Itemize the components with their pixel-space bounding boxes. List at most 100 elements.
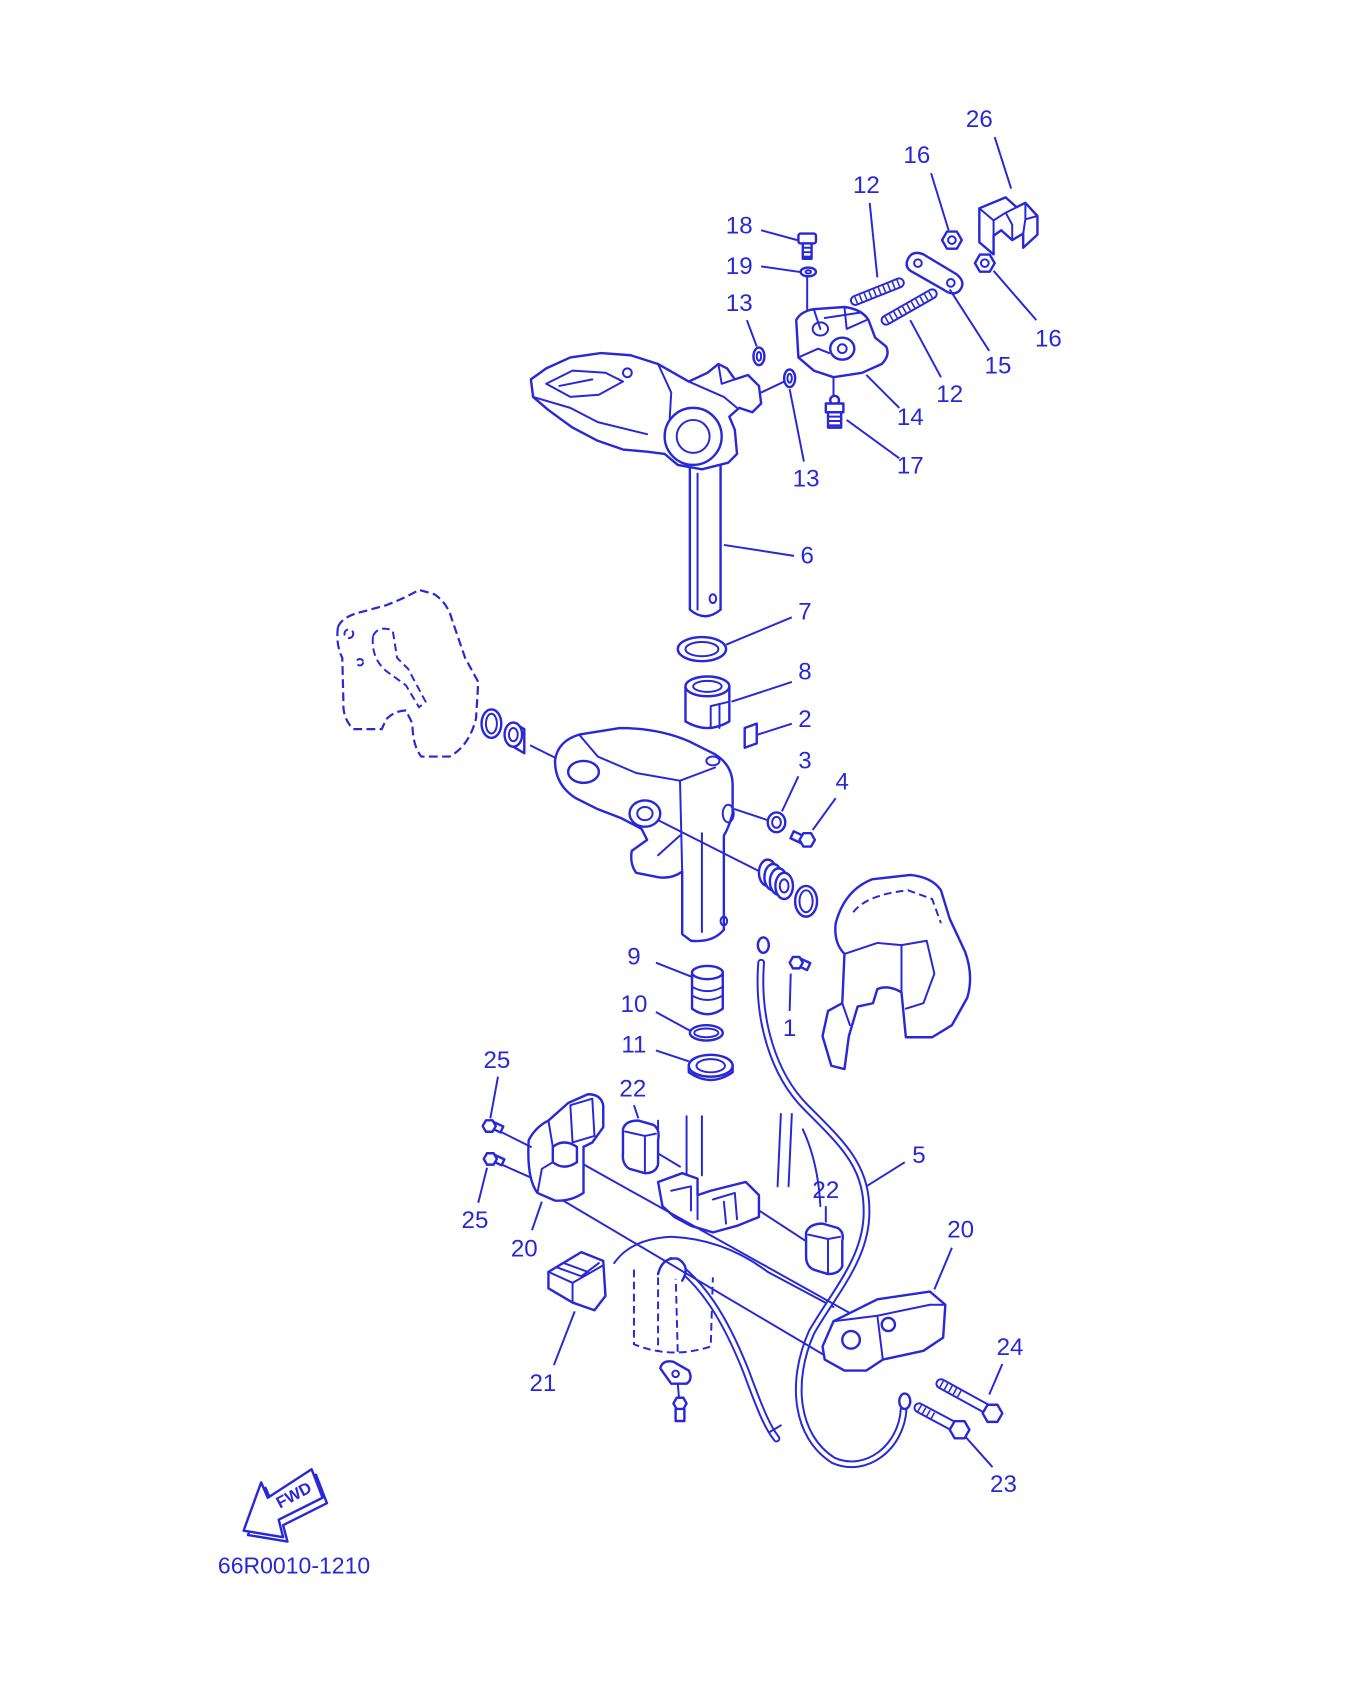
clamp-bracket-right bbox=[821, 873, 972, 1071]
guide-line-clip-screw bbox=[676, 1382, 680, 1398]
ground-lead-terminal-top bbox=[756, 936, 771, 955]
guide-line-washer-13 bbox=[760, 380, 786, 394]
guide-line-screw-upper bbox=[499, 1130, 532, 1148]
left-bushing-face bbox=[503, 721, 524, 748]
leader-15 bbox=[948, 288, 991, 352]
bracket-14-roller bbox=[829, 336, 856, 361]
seal-11-bore bbox=[695, 1058, 726, 1074]
stud-lower-thread bbox=[884, 290, 934, 324]
washer-13-upper-inner bbox=[755, 350, 763, 362]
nut-right-hex bbox=[973, 253, 996, 273]
cable-clip-body bbox=[659, 1360, 692, 1385]
steering-bracket bbox=[529, 351, 763, 471]
part-5-ground-lead bbox=[756, 936, 912, 1469]
washer-19-inner bbox=[804, 269, 813, 275]
part-24-bolt bbox=[935, 1378, 1004, 1424]
clamp-left-notch bbox=[371, 627, 427, 709]
nipple-hex bbox=[824, 402, 845, 414]
part-16-nut-upper bbox=[940, 230, 963, 250]
screw-lower-head bbox=[482, 1152, 499, 1166]
bracket-20-right-hole-1 bbox=[841, 1329, 862, 1350]
callout-3: 3 bbox=[798, 747, 811, 774]
leader-10 bbox=[655, 1011, 691, 1032]
washer-13-lower-inner bbox=[786, 372, 793, 384]
callout-25-lower: 25 bbox=[462, 1207, 489, 1234]
swivel-bracket-edges bbox=[578, 733, 717, 933]
clip-screw-shank bbox=[674, 1407, 686, 1423]
bolt-4-head bbox=[798, 831, 817, 848]
bushing-9-ridges bbox=[691, 985, 724, 1001]
mount-block-slots bbox=[670, 1185, 739, 1225]
bracket-20-right-edges bbox=[832, 1303, 947, 1361]
callout-23: 23 bbox=[990, 1471, 1017, 1498]
part-15-plate bbox=[905, 251, 964, 295]
steering-bracket-slot bbox=[545, 369, 624, 398]
nipple-thread-lines bbox=[827, 415, 843, 427]
block-22-right-outline bbox=[804, 1222, 845, 1276]
cable-marker bbox=[768, 1424, 782, 1433]
swivel-boss-bore bbox=[636, 805, 654, 822]
screw-upper-head bbox=[481, 1119, 498, 1133]
bolt-24-shank-fill bbox=[937, 1380, 989, 1412]
callout-24: 24 bbox=[997, 1334, 1024, 1361]
part-2-plate bbox=[743, 722, 758, 749]
bushing-9-body bbox=[690, 971, 724, 1016]
callout-1: 1 bbox=[783, 1015, 796, 1042]
forward-arrow-icon: FWD bbox=[242, 1468, 329, 1543]
part-1-bolt bbox=[788, 955, 812, 972]
tilt-shaft-line-right bbox=[657, 819, 764, 874]
leader-1 bbox=[788, 973, 792, 1011]
part-9-bushing bbox=[690, 964, 724, 1016]
grip-21-top-face bbox=[547, 1262, 605, 1304]
lower-case-cylinder-inner bbox=[657, 1271, 679, 1356]
leader-lines bbox=[477, 136, 1038, 1468]
callout-15: 15 bbox=[985, 353, 1012, 380]
washer-13-upper-outer bbox=[752, 346, 766, 367]
clamp-right-edges bbox=[841, 939, 936, 1027]
leader-11 bbox=[655, 1049, 690, 1063]
callout-9: 9 bbox=[627, 944, 640, 971]
leader-25-upper bbox=[489, 1076, 499, 1119]
swivel-end-hole bbox=[566, 759, 601, 785]
guide-line-screw-lower bbox=[500, 1163, 532, 1179]
cable-clip-hole bbox=[671, 1369, 680, 1379]
o-ring-10-inner bbox=[693, 1027, 720, 1039]
part-16-nut-right bbox=[973, 253, 996, 273]
figure-code: 66R0010-1210 bbox=[218, 1553, 370, 1579]
bushing-9-top bbox=[690, 964, 724, 981]
callout-12-upper: 12 bbox=[853, 172, 880, 199]
part-7-ring bbox=[676, 635, 728, 663]
bracket-20-left-cutout bbox=[551, 1141, 579, 1168]
bolt-24-thread bbox=[939, 1380, 965, 1399]
bolt-24-head bbox=[981, 1403, 1004, 1424]
secondary-cable-inner bbox=[669, 1259, 779, 1441]
callout-17: 17 bbox=[897, 452, 924, 479]
part-22-block-left bbox=[621, 1119, 660, 1175]
steering-boss-inner bbox=[675, 418, 711, 454]
clip-screw-head bbox=[672, 1396, 688, 1411]
callout-13-lower: 13 bbox=[793, 466, 820, 493]
guide-line-washer-3 bbox=[733, 808, 769, 822]
steering-bracket-hole bbox=[621, 367, 633, 379]
part-13-washer-upper bbox=[752, 346, 766, 367]
leader-14 bbox=[865, 374, 900, 409]
bracket-20-left-window bbox=[569, 1097, 596, 1144]
block-22-left-outline bbox=[621, 1119, 660, 1175]
guide-line-block-22-left bbox=[657, 1152, 681, 1168]
clamp-left-outline bbox=[336, 588, 480, 758]
clamp-left-hole-1 bbox=[343, 628, 355, 640]
left-o-ring-inner bbox=[484, 712, 498, 735]
part-23-bolt bbox=[913, 1402, 971, 1440]
left-o-ring-outer bbox=[480, 708, 503, 740]
part-20-bracket-right bbox=[821, 1290, 947, 1372]
lower-case-top-contour bbox=[613, 1235, 835, 1308]
callout-13-upper: 13 bbox=[726, 290, 753, 317]
callout-18: 18 bbox=[726, 212, 753, 239]
callout-26: 26 bbox=[966, 106, 993, 133]
part-11-seal bbox=[687, 1053, 734, 1082]
leader-12-upper bbox=[868, 202, 879, 278]
callout-16-right: 16 bbox=[1035, 325, 1062, 352]
bracket-14-edges bbox=[797, 306, 868, 359]
clamp-left-hole-2 bbox=[355, 657, 365, 667]
callout-10: 10 bbox=[621, 991, 648, 1018]
